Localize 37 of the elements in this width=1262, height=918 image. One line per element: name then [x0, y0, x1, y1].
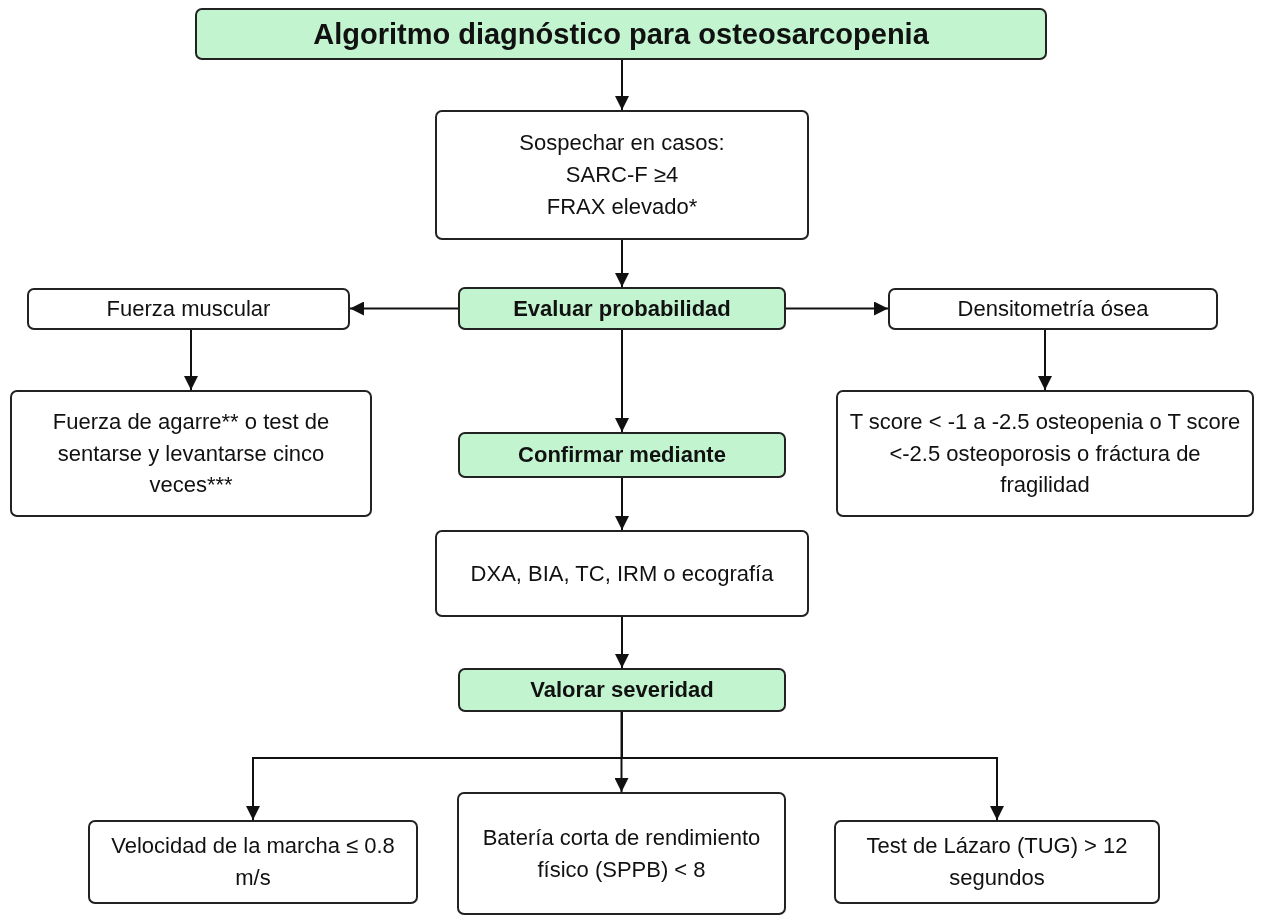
- arrow: [615, 477, 629, 531]
- node-text: DXA, BIA, TC, IRM o ecografía: [470, 559, 774, 588]
- arrow: [615, 329, 629, 433]
- highlighted-step-box: [458, 668, 786, 712]
- arrow: [615, 239, 629, 288]
- arrow: [349, 301, 459, 316]
- node-text: FRAX elevado*: [546, 192, 698, 221]
- process-box: [10, 390, 372, 517]
- process-box: [834, 820, 1160, 904]
- process-box: [88, 820, 418, 904]
- process-box: [888, 288, 1218, 330]
- node-text: Evaluar probabilidad: [513, 294, 731, 323]
- highlighted-step-box: [195, 8, 1047, 60]
- node-text: Algoritmo diagnóstico para osteosarcopenia: [313, 16, 929, 52]
- arrow: [615, 616, 629, 669]
- process-box: [435, 530, 809, 617]
- arrow: [785, 301, 889, 316]
- process-box: [836, 390, 1254, 517]
- node-text: T score < -1 a -2.5 osteopenia o T score <-2.5 osteoporosis o fráctura de fragilidad: [848, 407, 1242, 500]
- node-text: Fuerza de agarre** o test de sentarse y levantarse cinco veces***: [51, 407, 331, 500]
- node-text: Sospechar en casos:: [519, 129, 725, 158]
- node-text: Confirmar mediante: [518, 441, 726, 470]
- node-text: Test de Lázaro (TUG) > 12 segundos: [865, 832, 1129, 892]
- arrow: [615, 59, 629, 111]
- node-text: Velocidad de la marcha ≤ 0.8 m/s: [110, 832, 396, 892]
- arrow: [184, 329, 198, 391]
- node-text: Densitometría ósea: [957, 295, 1149, 324]
- node-text: Valorar severidad: [530, 676, 714, 705]
- process-box: [457, 792, 786, 915]
- process-box: [27, 288, 350, 330]
- highlighted-step-box: [458, 287, 786, 330]
- process-box: [435, 110, 809, 240]
- highlighted-step-box: [458, 432, 786, 478]
- arrow: [1038, 329, 1052, 391]
- node-text: Batería corta de rendimiento físico (SPPB) < 8: [481, 823, 762, 884]
- node-text: Fuerza muscular: [106, 295, 271, 324]
- node-text: SARC-F ≥4: [565, 161, 679, 190]
